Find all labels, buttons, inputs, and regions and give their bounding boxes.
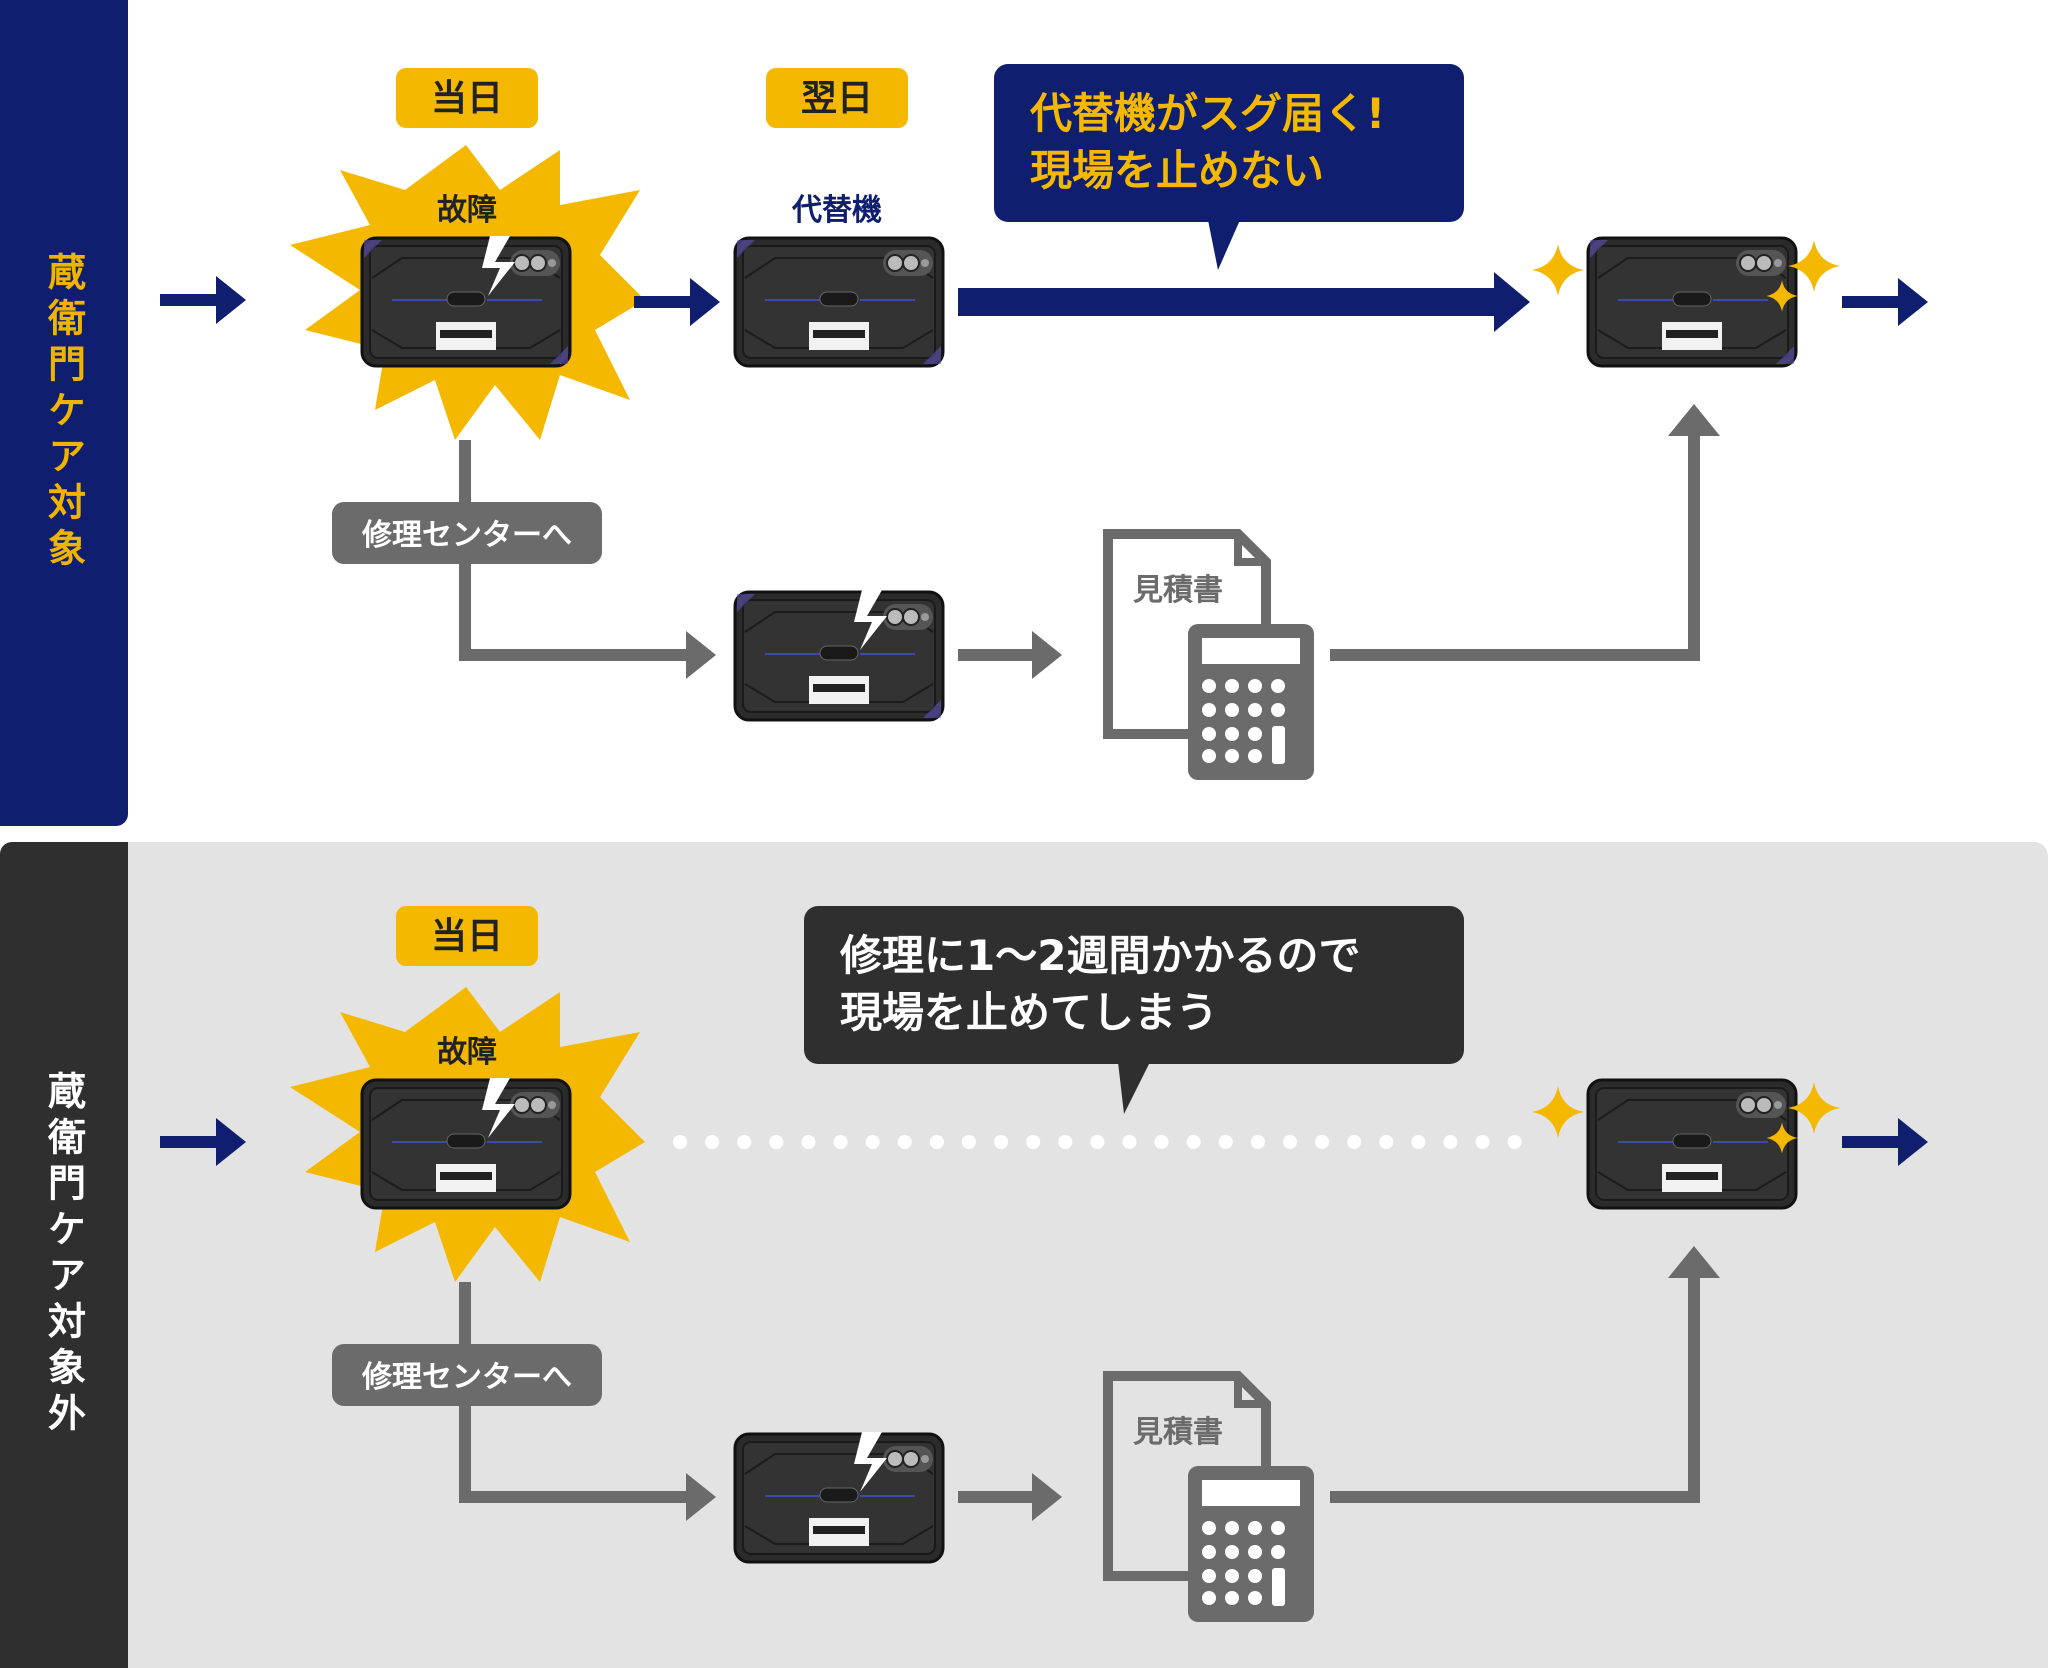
covered-side-label: 蔵衛門ケア対象 <box>0 0 128 826</box>
repair-center-label: 修理センターへ <box>361 1360 572 1395</box>
not-covered-callout-line1: 修理に1～2週間かかるので <box>840 931 1360 980</box>
repair-center-label: 修理センターへ <box>361 518 572 553</box>
calculator-keys <box>1202 679 1285 764</box>
crack-icon <box>482 1078 515 1138</box>
crack-icon <box>854 590 887 650</box>
callout-tail <box>1208 220 1240 270</box>
breakdown-label: 故障 <box>437 1035 497 1070</box>
next-day-badge-text: 翌日 <box>801 78 873 119</box>
sparkle-icon <box>1532 1086 1584 1138</box>
callout-tail <box>1118 1062 1150 1114</box>
repair-center-badge <box>332 502 602 564</box>
not-covered-side-label: 蔵衛門ケア対象外 <box>0 842 128 1668</box>
sparkle-icon <box>1532 244 1584 296</box>
arrow-right-icon <box>1842 1118 1928 1166</box>
arrow-right-icon <box>686 631 716 679</box>
not-covered-callout <box>804 906 1464 1064</box>
covered-callout-line2: 現場を止めない <box>1030 146 1324 195</box>
arrow-up-icon <box>1668 404 1720 436</box>
covered-callout <box>994 64 1464 222</box>
same-day-badge-text: 当日 <box>431 916 503 957</box>
arrow-up-icon <box>1668 1246 1720 1278</box>
not-covered-flow-diagram: 当日 故障 修理に1～2週間かかるので 現場を止めてしまう <box>160 906 1928 1622</box>
calculator-icon <box>1103 1371 1314 1622</box>
covered-panel: 蔵衛門ケア対象 <box>0 0 2048 826</box>
covered-side-label-text: 蔵衛門ケア対象 <box>41 252 86 574</box>
long-arrow-shaft <box>958 288 1498 316</box>
broken-tablet-icon <box>360 236 572 368</box>
breakdown-label: 故障 <box>437 193 497 228</box>
repaired-tablet-icon <box>1586 1078 1798 1210</box>
broken-tablet-icon <box>733 590 945 722</box>
estimate-label: 見積書 <box>1133 573 1223 608</box>
arrow-right-icon <box>1842 278 1928 326</box>
covered-flow-diagram: 当日 翌日 故障 代替機 代替機がスグ届く! 現場を止めない <box>160 64 1928 826</box>
arrow-right-icon <box>1494 272 1530 332</box>
arrow-right-icon <box>958 631 1062 679</box>
broken-tablet-icon <box>733 1432 945 1564</box>
replacement-label: 代替機 <box>791 193 882 228</box>
covered-callout-line1: 代替機がスグ届く! <box>1029 89 1385 138</box>
broken-tablet-icon <box>360 1078 572 1210</box>
not-covered-panel: 蔵衛門ケア対象外 当日 故障 <box>0 842 2048 1668</box>
return-path-line <box>1330 1272 1700 1503</box>
not-covered-callout-line2: 現場を止めてしまう <box>840 988 1218 1037</box>
arrow-right-icon <box>160 276 246 324</box>
estimate-label: 見積書 <box>1133 1415 1223 1450</box>
arrow-right-icon <box>686 1473 716 1521</box>
not-covered-side-label-text: 蔵衛門ケア対象外 <box>41 1071 86 1439</box>
arrow-right-icon <box>634 278 720 326</box>
replacement-tablet-icon <box>733 236 945 368</box>
return-path-line <box>1330 430 1700 661</box>
repaired-tablet-icon <box>1586 236 1798 368</box>
same-day-badge-text: 当日 <box>431 78 503 119</box>
arrow-right-icon <box>160 1118 246 1166</box>
same-day-badge <box>396 906 538 966</box>
same-day-badge <box>396 68 538 128</box>
next-day-badge <box>766 68 908 128</box>
crack-icon <box>482 236 515 296</box>
sparkle-icon <box>1788 1082 1840 1134</box>
sparkle-icon <box>1766 1122 1798 1154</box>
repair-center-badge <box>332 1344 602 1406</box>
crack-icon <box>854 1432 887 1492</box>
arrow-right-icon <box>958 1473 1062 1521</box>
